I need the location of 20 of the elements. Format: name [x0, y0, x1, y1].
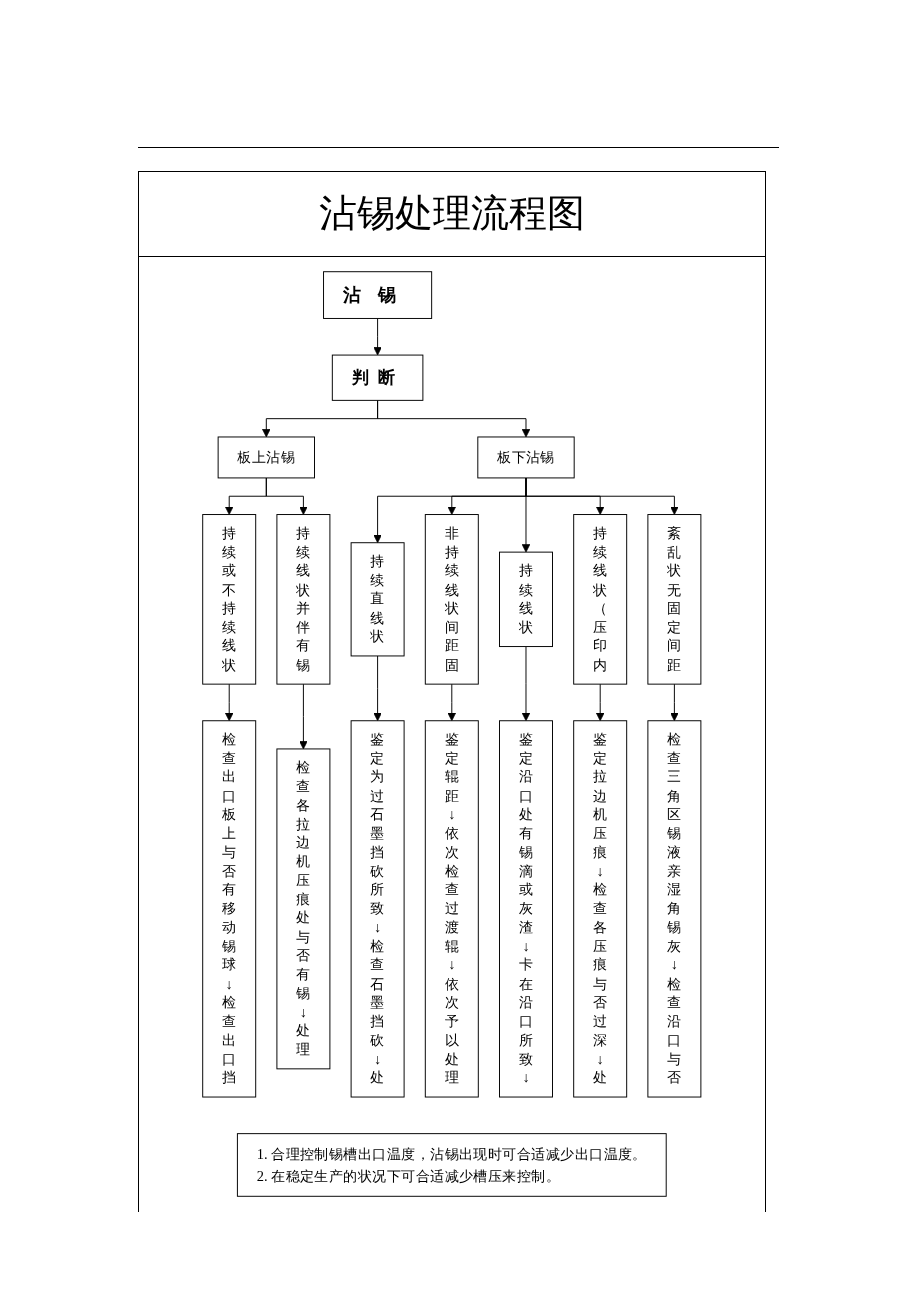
process-box: 检查各拉边机压痕处与否有锡↓处理 — [276, 748, 331, 1070]
process-box: 检查三角区锡液亲湿角锡灰↓检查沿口与否 — [647, 720, 702, 1098]
title: 沾锡处理流程图 — [319, 192, 585, 235]
process-box: 非持续线状间距固 — [425, 514, 479, 685]
process-box: 鉴定拉边机压痕↓检查各压痕与否过深↓处 — [573, 720, 628, 1098]
process-box: 鉴定辊距↓依次检查过渡辊↓依次予以处理 — [425, 720, 479, 1098]
process-box: 持续线状（压印内 — [573, 514, 628, 685]
process-box: 检查出口板上与否有移动锡球↓检查出口挡 — [202, 720, 257, 1098]
category-box: 板下沾锡 — [477, 436, 575, 479]
decision-box: 判断 — [332, 354, 424, 401]
note-box: 1. 合理控制锡槽出口温度，沾锡出现时可合适减少出口温度。 2. 在稳定生产的状况下可合适减少槽压来控制。 — [237, 1133, 667, 1197]
process-box: 持续或不持续线状 — [202, 514, 257, 685]
process-box: 鉴定为过石墨挡砍所致↓检查石墨挡砍↓处 — [350, 720, 405, 1098]
process-box: 持续线状并伴有锡 — [276, 514, 331, 685]
process-box: 紊乱状无固定间距 — [647, 514, 702, 685]
process-box: 沾锡 — [323, 271, 433, 319]
process-box: 持续直线状 — [350, 542, 405, 657]
process-box: 持续线状 — [499, 551, 554, 648]
category-box: 板上沾锡 — [217, 436, 316, 479]
process-box: 鉴定沿口处有锡滴或灰渣↓卡在沿口所致↓ — [499, 720, 554, 1098]
